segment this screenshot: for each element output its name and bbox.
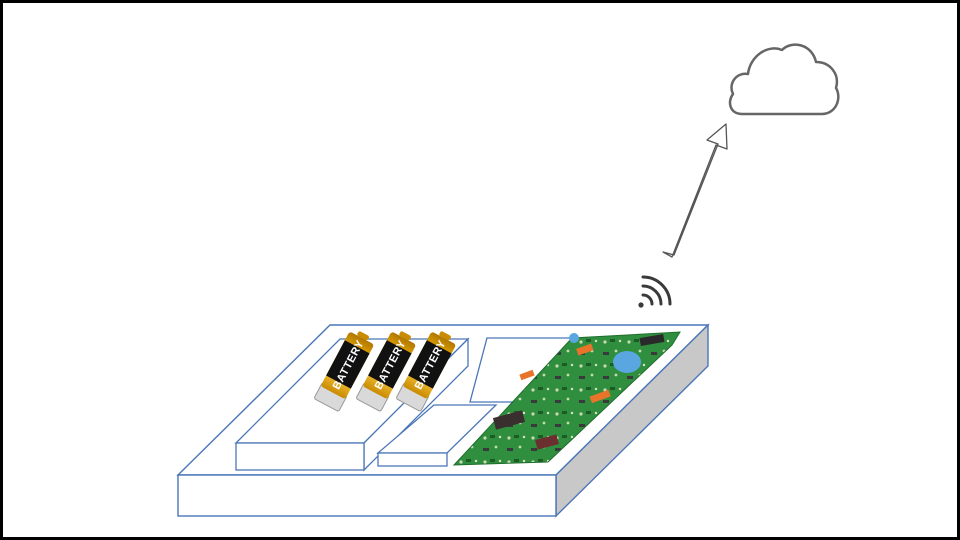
wifi-icon xyxy=(638,275,672,308)
device-front-face xyxy=(177,474,557,517)
pcb-board xyxy=(452,331,681,466)
upload-arrow-icon xyxy=(662,123,728,258)
battery-1: BATTERY xyxy=(314,331,374,412)
module-tray xyxy=(376,404,498,467)
cloud-icon xyxy=(728,43,840,116)
